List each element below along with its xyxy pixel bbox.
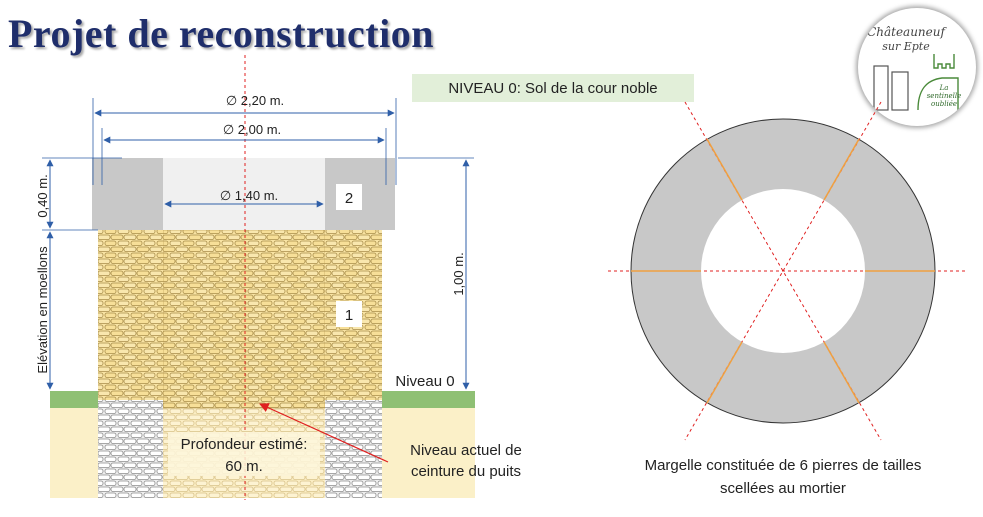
left-wall-elevation: [98, 230, 163, 400]
plan-caption-line1: Margelle constituée de 6 pierres de tail…: [645, 457, 922, 474]
logo-hill: [917, 77, 959, 111]
dim-mid-label: ∅ 2,00 m.: [223, 122, 281, 137]
niveau0-label: Niveau 0: [395, 373, 454, 390]
chateauneuf-logo: Châteauneuf sur Epte La sentinelle oubli…: [858, 8, 976, 126]
niveau-label-box: NIVEAU 0: Sol de la cour noble: [412, 74, 694, 102]
label-1: 1: [345, 307, 353, 324]
stone-joint-3: [706, 341, 743, 404]
logo-tower-mid: [891, 71, 909, 111]
dim-inner-label: ∅ 1,40 m.: [220, 188, 278, 203]
logo-line1: Châteauneuf: [867, 25, 947, 39]
logo-line2: sur Epte: [882, 40, 930, 53]
stone-joint-4: [823, 341, 860, 404]
label-box-1: [336, 301, 362, 327]
callout-arrow: [259, 403, 389, 463]
dim-elevation-label: 1,00 m.: [451, 252, 466, 295]
callout-line1: Niveau actuel de: [410, 442, 522, 459]
plan-caption-line2: scellées au mortier: [720, 480, 846, 497]
dim-margelle-label: 0,40 m.: [35, 174, 50, 217]
label-2: 2: [345, 190, 353, 207]
elevation-label: Elévation en moellons: [35, 246, 50, 374]
logo-tag1: La: [939, 84, 949, 92]
stone-joint-1: [706, 138, 743, 201]
logo-tag2: sentinelle: [927, 92, 962, 100]
dim-outer-label: ∅ 2,20 m.: [226, 93, 284, 108]
logo-drawing: Châteauneuf sur Epte La sentinelle oubli…: [867, 25, 962, 111]
logo-tag3: oubliée: [931, 100, 957, 108]
left-wall-foundation: [98, 400, 163, 498]
logo-tower-right: [933, 54, 955, 69]
logo-tower-left: [873, 65, 889, 111]
margelle-opening: [163, 158, 325, 230]
depth-label-line1: Profondeur estimé:: [181, 436, 308, 453]
right-wall-foundation: [325, 400, 382, 498]
depth-label-bg: [168, 432, 320, 476]
shaft-rubble-fill: [162, 229, 326, 409]
margelle-left-stone: [92, 158, 163, 230]
depth-label-line2: 60 m.: [225, 458, 263, 475]
stone-joint-2: [823, 138, 860, 201]
page-title: Projet de reconstruction: [8, 11, 434, 56]
label-box-2: [336, 184, 362, 210]
callout-line2: ceinture du puits: [411, 463, 521, 480]
